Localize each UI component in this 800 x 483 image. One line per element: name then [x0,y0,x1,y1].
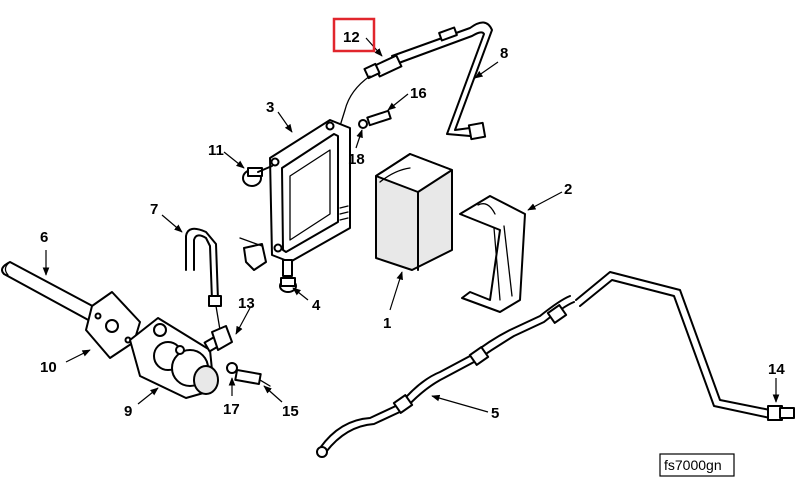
part-16-screw [366,109,392,127]
leader-lines [42,37,780,413]
callout-16: 16 [410,85,427,102]
part-2-bracket [459,195,526,313]
part-3-frame [269,119,351,263]
callout-18: 18 [348,151,365,168]
callout-3: 3 [266,99,274,116]
callout-4: 4 [312,297,321,314]
figure-ref-text: fs7000gn [664,457,722,473]
part-8-tube [391,21,493,141]
part-7-hose [185,227,222,331]
callout-13: 13 [238,295,255,312]
callout-6: 6 [40,229,48,246]
callout-12: 12 [343,29,360,46]
part-6-rod [1,261,101,323]
callout-7: 7 [150,201,158,218]
callout-2: 2 [564,181,572,198]
part-10-flange [85,291,141,359]
part-14-tube [575,271,795,421]
part-18-washer [358,119,368,129]
part-9-pump [129,317,225,399]
part-4-bolt [279,259,297,293]
highlight-box [332,17,376,53]
callout-5: 5 [491,405,499,422]
part-17-washer [226,362,238,374]
part-15-bolt [234,368,271,387]
callout-9: 9 [124,403,132,420]
part-5-harness [316,295,575,458]
part-13-elbow [211,237,267,351]
callout-17: 17 [223,401,240,418]
figure-ref-box [659,453,735,477]
part-1-module [375,153,453,271]
callout-11: 11 [208,142,224,159]
callout-1: 1 [383,315,391,332]
part-12-sensor [339,54,403,127]
part-11-bolt [242,165,273,187]
callout-8: 8 [500,45,508,62]
callout-15: 15 [282,403,299,420]
callout-10: 10 [40,359,57,376]
callout-14: 14 [768,361,785,378]
